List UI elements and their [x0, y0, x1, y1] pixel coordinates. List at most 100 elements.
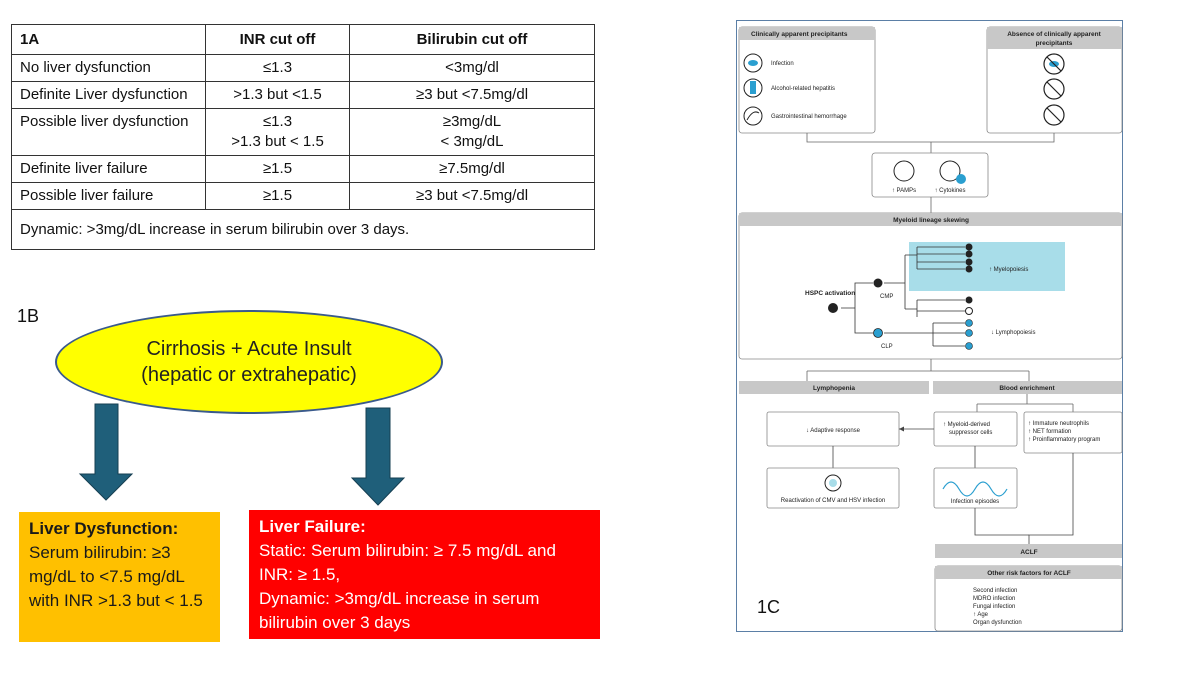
connector-lines	[806, 359, 1030, 381]
failure-title: Liver Failure:	[259, 517, 366, 536]
gi-tract-icon	[746, 111, 760, 121]
bacterium-icon	[748, 60, 758, 66]
neutrophil-item: ↑ Immature neutrophils	[1028, 421, 1089, 427]
myeloid-title: Myeloid lineage skewing	[893, 217, 969, 224]
absence-header	[987, 27, 1122, 49]
table-header-row: 1A INR cut off Bilirubin cut off	[11, 24, 595, 55]
row-bilirubin: ≥3 but <7.5mg/dl	[349, 81, 595, 109]
cytokines-icon	[939, 160, 961, 182]
table-row: No liver dysfunction ≤1.3 <3mg/dl	[11, 54, 595, 82]
row-inr-pair: ≤1.3 >1.3 but < 1.5	[205, 108, 350, 156]
reactivation-label: Reactivation of CMV and HSV infection	[781, 498, 885, 504]
precipitant-item: Gastrointestinal hemorrhage	[771, 114, 847, 120]
neutrophil-item: ↑ Proinflammatory program	[1028, 437, 1100, 443]
lymphoid-cell-icon	[965, 342, 973, 350]
branch-lines	[841, 282, 873, 334]
lymphopenia-title: Lymphopenia	[813, 385, 855, 392]
risk-item: Second infection	[973, 588, 1017, 594]
mdsc-label-1: ↑ Myeloid-derived	[943, 422, 990, 428]
lineage-lines	[884, 246, 965, 347]
dysfunction-text: Serum bilirubin: ≥3 mg/dL to <7.5 mg/dL …	[29, 543, 203, 610]
precipitants-title: Clinically apparent precipitants	[751, 31, 848, 38]
precipitants-header	[739, 27, 875, 40]
absence-title-2: precipitants	[1036, 40, 1073, 47]
aclf-label: ACLF	[1020, 549, 1037, 556]
cmp-cell-icon	[873, 278, 883, 288]
hspc-label: HSPC activation	[805, 290, 855, 297]
table-header-label: 1A	[11, 24, 206, 55]
precipitant-item: Alcohol-related hepatitis	[771, 86, 835, 92]
precipitant-item: Infection	[771, 61, 794, 67]
pathophysiology-diagram: Clinically apparent precipitants Infecti…	[738, 26, 1123, 632]
table-footer-row: Dynamic: >3mg/dL increase in serum bilir…	[11, 209, 595, 250]
ellipse-line-1: Cirrhosis + Acute Insult	[146, 338, 352, 360]
row-category: Possible liver failure	[11, 182, 206, 210]
arrowhead-icon	[899, 426, 904, 432]
row-bilirubin: <3mg/dl	[349, 54, 595, 82]
clp-cell-icon	[873, 328, 883, 338]
connector-lines	[976, 394, 1074, 412]
adaptive-label: ↓ Adaptive response	[806, 428, 861, 434]
ellipse-line-2: (hepatic or extrahepatic)	[141, 364, 357, 386]
blood-enrichment-title: Blood enrichment	[999, 385, 1055, 392]
row-inr: >1.3 but <1.5	[205, 81, 350, 109]
hspc-cell-icon	[828, 303, 838, 313]
arrow-to-failure	[350, 407, 406, 506]
table-row: Possible liver dysfunction ≤1.3 >1.3 but…	[11, 108, 595, 156]
infection-episodes-label: Infection episodes	[951, 499, 999, 505]
row-inr-alt: >1.3 but < 1.5	[231, 133, 324, 150]
table-row: Definite liver failure ≥1.5 ≥7.5mg/dl	[11, 155, 595, 183]
cytokines-label: ↑ Cytokines	[934, 188, 965, 194]
failure-dynamic-text: Dynamic: >3mg/dL increase in serum bilir…	[259, 589, 540, 632]
liver-criteria-table: 1A INR cut off Bilirubin cut off No live…	[11, 24, 595, 250]
myeloid-cell-icon	[965, 258, 973, 266]
lymphopenia-header	[739, 381, 929, 394]
myeloid-cell-icon	[965, 243, 973, 251]
arrow-to-dysfunction	[78, 403, 134, 501]
myeloid-cells	[965, 243, 973, 315]
table-row: Definite Liver dysfunction >1.3 but <1.5…	[11, 81, 595, 109]
row-category: Definite liver failure	[11, 155, 206, 183]
row-bilirubin: ≥3 but <7.5mg/dl	[349, 182, 595, 210]
clp-label: CLP	[881, 344, 893, 350]
strike-icon	[1046, 56, 1062, 72]
cmp-label: CMP	[880, 294, 893, 300]
risk-item: ↑ Age	[973, 612, 989, 618]
strike-icon	[1046, 81, 1062, 97]
table-header-inr: INR cut off	[205, 24, 350, 55]
lymphoid-cell-icon	[965, 329, 973, 337]
risk-item: MDRO infection	[973, 596, 1015, 602]
aclf-header	[935, 544, 1122, 558]
risk-item: Organ dysfunction	[973, 620, 1022, 626]
row-category: No liver dysfunction	[11, 54, 206, 82]
mdsc-label-2: suppressor cells	[949, 430, 992, 436]
pamps-box	[871, 152, 989, 198]
bottle-icon	[750, 81, 756, 94]
risk-item: Fungal infection	[973, 604, 1015, 610]
myelopoiesis-highlight	[909, 242, 1065, 291]
row-category: Definite Liver dysfunction	[11, 81, 206, 109]
pamps-label: ↑ PAMPs	[892, 188, 916, 194]
table-footer: Dynamic: >3mg/dL increase in serum bilir…	[11, 209, 595, 250]
myeloid-cell-icon	[965, 250, 973, 258]
row-bilirubin-alt: < 3mg/dL	[440, 133, 504, 150]
connector-lines	[832, 446, 1074, 544]
mdsc-box	[933, 411, 1018, 447]
panel-label-1c: 1C	[757, 597, 780, 617]
cirrhosis-ellipse: Cirrhosis + Acute Insult (hepatic or ext…	[55, 310, 443, 414]
blood-enrichment-header	[933, 381, 1122, 394]
row-inr: ≤1.3	[262, 113, 293, 130]
risk-factors-title: Other risk factors for ACLF	[987, 570, 1071, 577]
dysfunction-title: Liver Dysfunction:	[29, 519, 179, 538]
failure-static-text: Static: Serum bilirubin: ≥ 7.5 mg/dL and…	[259, 541, 556, 584]
table-row: Possible liver failure ≥1.5 ≥3 but <7.5m…	[11, 182, 595, 210]
connector-line	[974, 508, 1029, 536]
strike-icon	[1046, 107, 1062, 123]
cytokine-dot-icon	[956, 174, 966, 184]
connector-lines	[806, 133, 1055, 153]
liver-failure-box: Liver Failure: Static: Serum bilirubin: …	[249, 510, 600, 639]
lymphoid-cells	[965, 319, 973, 350]
myelopoiesis-label: ↑ Myelopoiesis	[989, 267, 1028, 273]
panel-label-1b: 1B	[17, 306, 40, 326]
hemorrhage-icon	[743, 106, 763, 126]
